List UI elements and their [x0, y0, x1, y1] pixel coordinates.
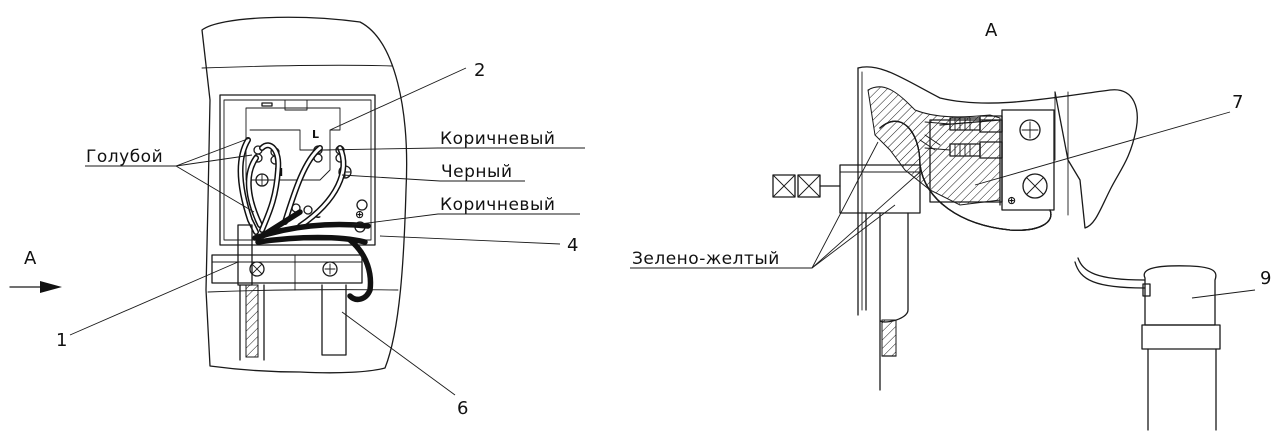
ground-wire: [879, 120, 1052, 231]
callout-9: 9: [1260, 268, 1271, 289]
label-brown-top: Коричневый: [440, 129, 555, 149]
black-wires: [252, 209, 374, 303]
right-cable-clamp: [772, 164, 921, 214]
label-blue: Голубой: [86, 147, 163, 167]
right-leaders: [630, 111, 1256, 299]
svg-text:⊕: ⊕: [1007, 194, 1016, 207]
right-housing-outline: [857, 66, 1138, 229]
view-arrow-a: A: [9, 248, 62, 293]
callout-4: 4: [567, 235, 578, 256]
label-green-yellow: Зелено-желтый: [632, 249, 780, 269]
svg-text:⊕: ⊕: [355, 208, 364, 221]
callout-2: 2: [474, 60, 485, 81]
callout-1: 1: [56, 330, 67, 351]
label-black: Черный: [441, 162, 513, 182]
left-housing-outline: [201, 16, 408, 374]
plug-9: [1074, 257, 1221, 431]
right-cable: [865, 212, 909, 391]
blue-wires: [237, 137, 347, 235]
power-cables: [239, 284, 347, 361]
callout-6: 6: [457, 398, 468, 419]
terminal-mark-l: L: [312, 128, 319, 141]
view-title-a: A: [985, 20, 998, 41]
left-view: L N C ⊕: [9, 16, 585, 419]
label-brown-bottom: Коричневый: [440, 195, 555, 215]
view-arrow-label: A: [24, 248, 37, 269]
left-leaders: [69, 67, 585, 396]
terminal-box: [219, 94, 376, 246]
wire-connectors: [919, 115, 1003, 159]
callout-7: 7: [1232, 92, 1243, 113]
cable-clamp: [211, 224, 363, 291]
right-view: A ⊕: [630, 20, 1271, 431]
